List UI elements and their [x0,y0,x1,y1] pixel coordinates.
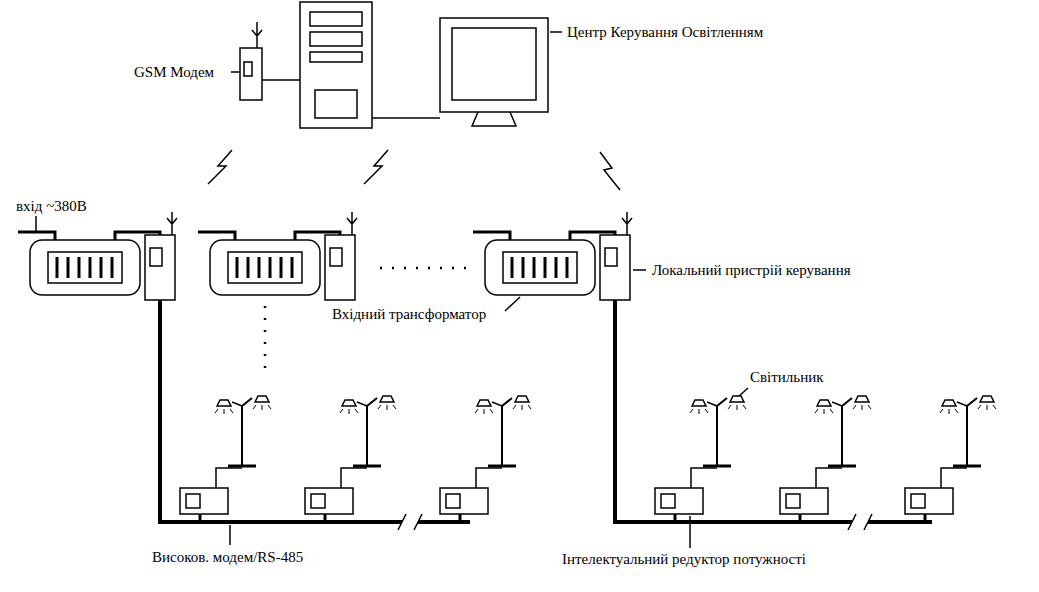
leader-line [633,269,646,271]
input-transformer [198,232,340,295]
modem-antenna [252,22,262,48]
server-tower [300,2,372,128]
leader-line [229,525,231,545]
monitor-cable [372,117,440,119]
local-control-device [325,212,357,300]
continuation-dots [264,306,267,372]
local-device-label: Локальний пристрій керування [650,261,853,279]
transformer-label: Вхідний трансформатор [330,305,488,323]
radio-link [208,150,232,184]
radio-link [364,150,388,184]
vent-grid [315,90,357,118]
modem-panel [244,62,252,76]
local-control-device [145,212,177,300]
local-control-device [600,212,632,300]
street-lamp [690,396,746,488]
street-lamp [815,396,871,488]
control-center-label: Центр Керування Освітленням [565,23,765,41]
leader-line [231,71,240,73]
line-break [848,514,872,530]
power-reducer [655,488,703,522]
power-reducer [180,488,228,522]
line-break [398,514,422,530]
drive-bay [310,12,362,26]
leader-line [550,31,562,33]
street-lamp [215,396,271,488]
power-reducer [780,488,828,522]
power-reducer [440,488,488,522]
leader-line [689,516,691,548]
monitor-screen [452,28,536,100]
monitor [440,18,548,112]
power-reducer [305,488,353,522]
street-lamp [475,396,531,488]
street-lamp [340,396,396,488]
bus-line [160,300,470,522]
leader-line [35,216,37,231]
radio-link [600,152,620,190]
input-voltage-label: вхід ~380В [14,197,89,215]
leader-line [505,297,520,311]
drive-bay [310,52,362,62]
monitor-stand [472,112,516,126]
drive-bay [310,32,362,46]
reducer-label: Інтелектуальний редуктор потужності [560,550,808,568]
street-lamp [940,396,996,488]
input-transformer [473,232,615,295]
power-reducer [905,488,953,522]
bus-label: Високов. модем/RS-485 [150,548,305,566]
bus-line [615,300,932,522]
modem-cable [262,79,300,81]
input-transformer [18,232,160,295]
luminaire-label: Світильник [748,368,826,386]
continuation-dots [380,267,470,270]
modem-label: GSM Модем [132,63,216,81]
gsm-modem [240,48,262,100]
